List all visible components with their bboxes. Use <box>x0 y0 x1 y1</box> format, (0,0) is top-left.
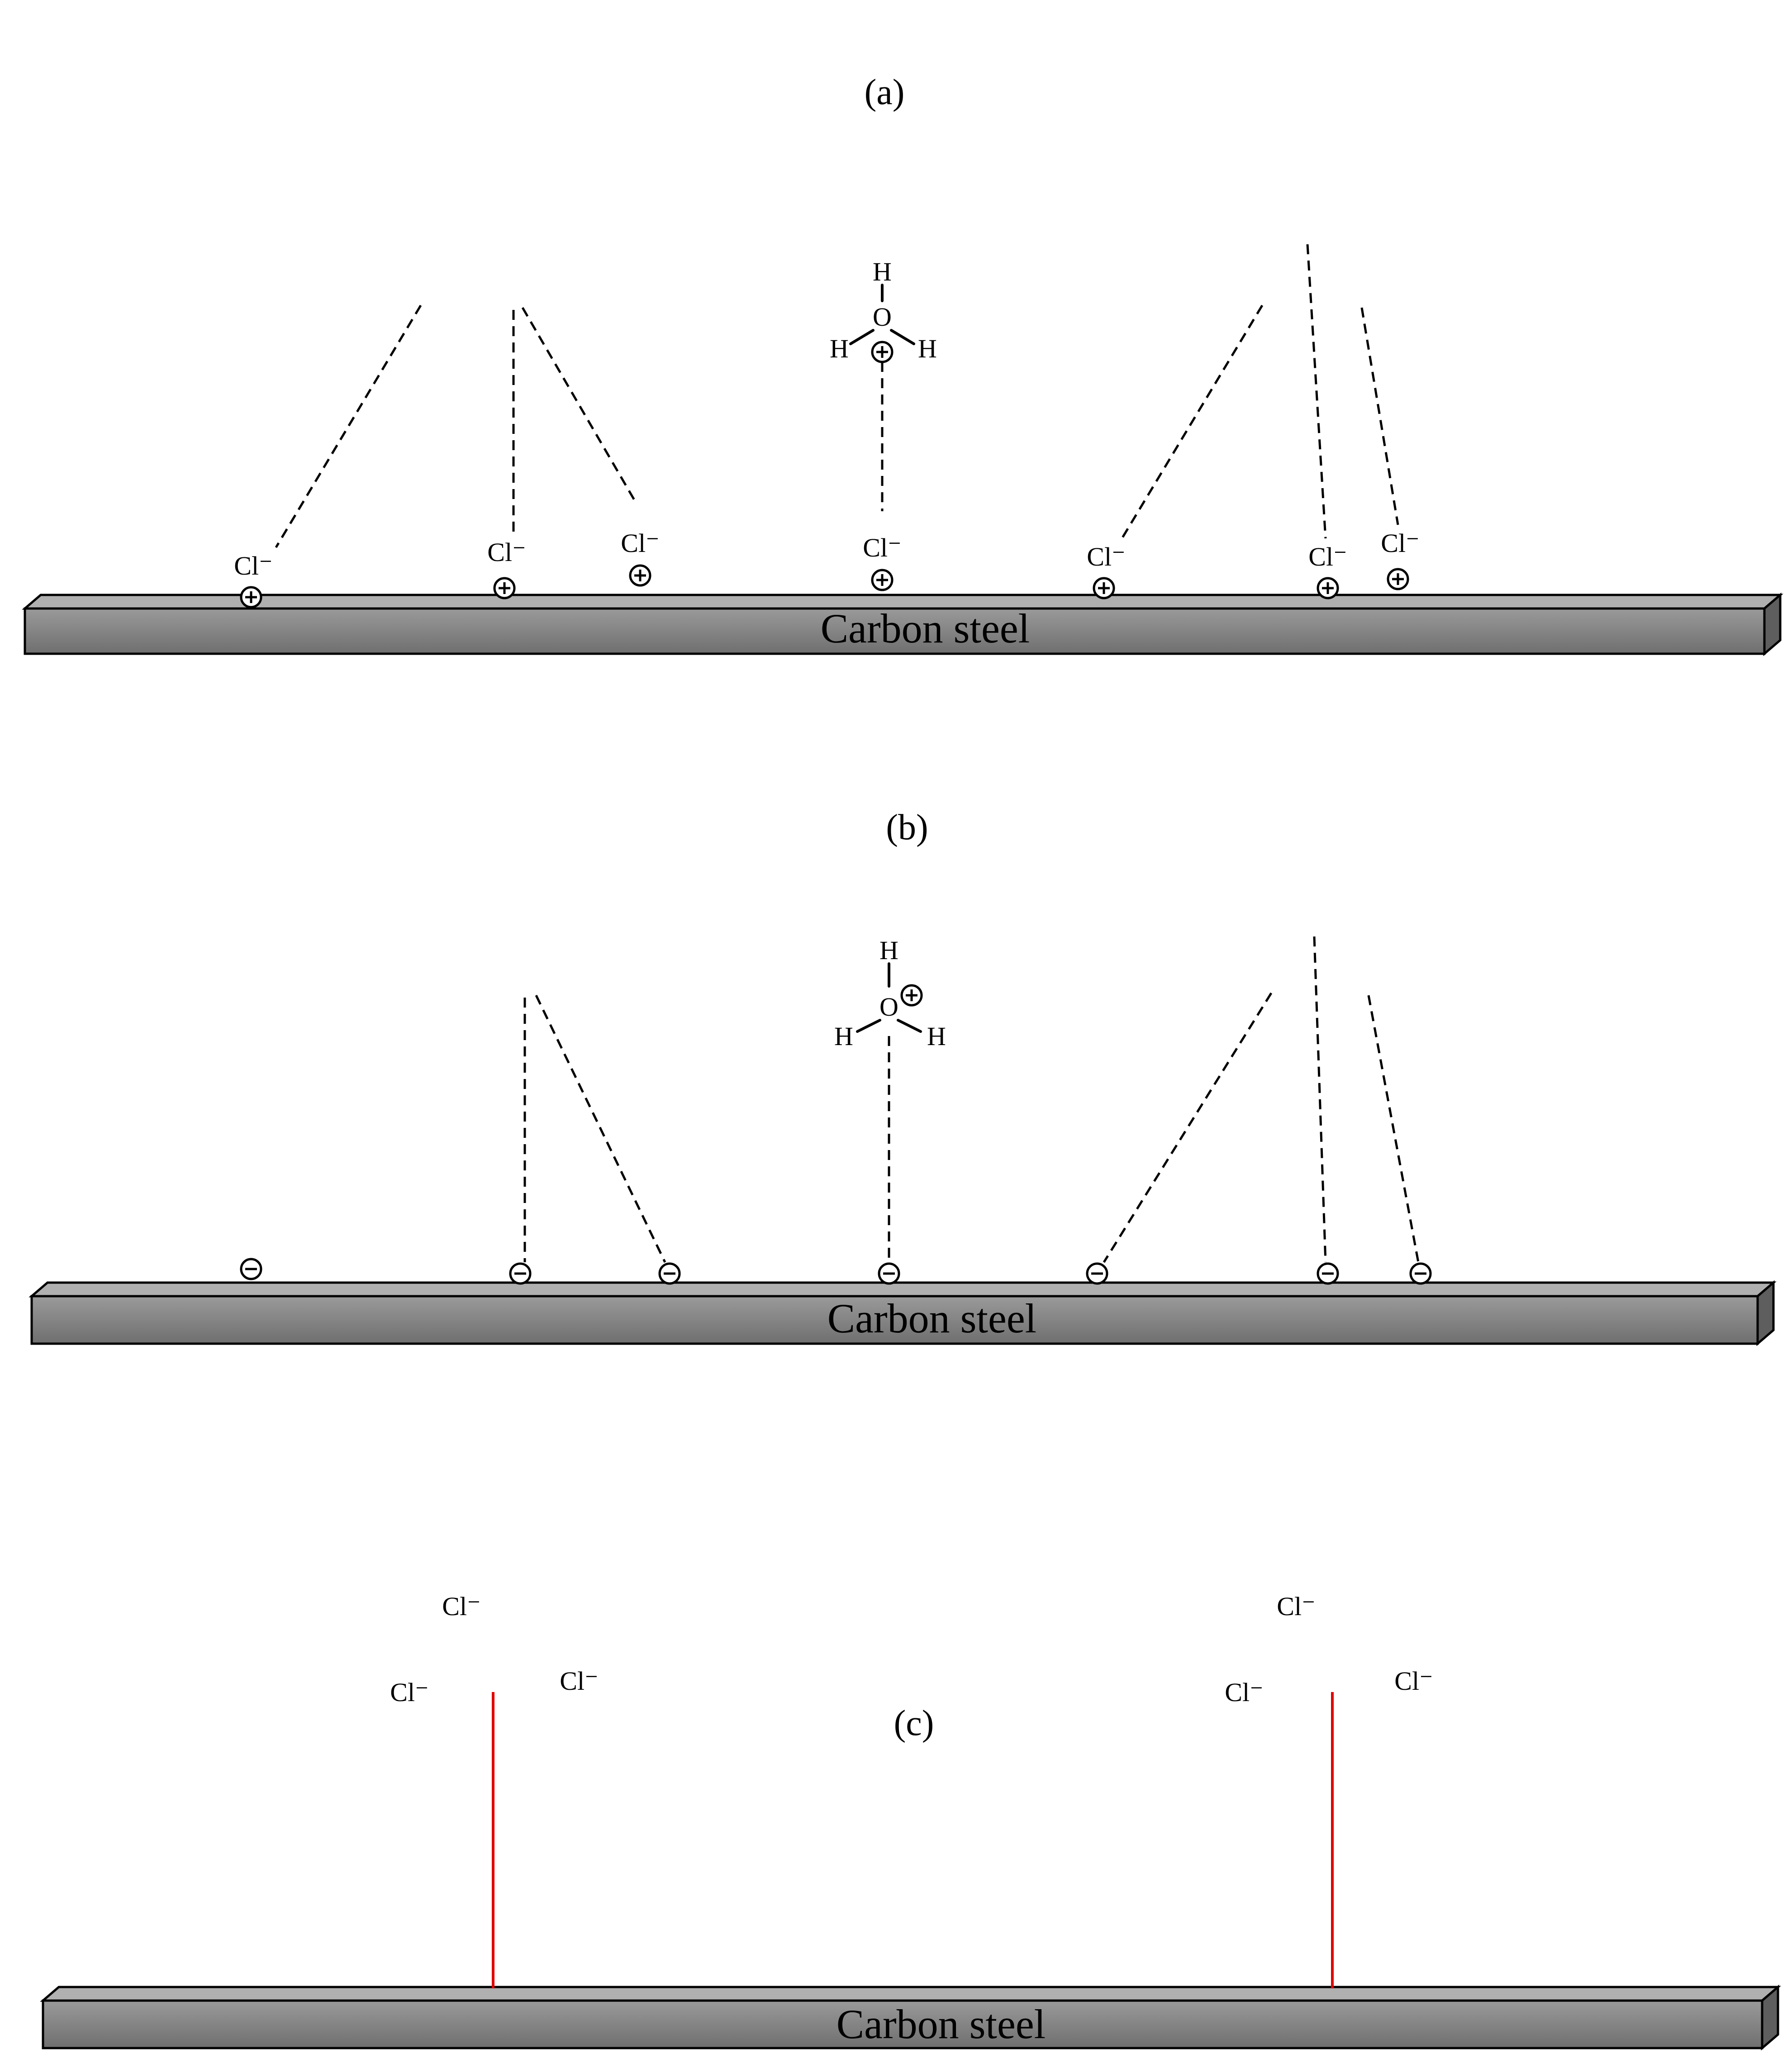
svg-text:Cl⁻: Cl⁻ <box>1225 1678 1263 1707</box>
panel-label-b: (b) <box>886 808 928 847</box>
surface-label-a: Carbon steel <box>821 605 1030 651</box>
svg-text:Cl⁻: Cl⁻ <box>560 1666 598 1696</box>
surface-label-b: Carbon steel <box>827 1295 1036 1341</box>
svg-text:H: H <box>927 1022 946 1051</box>
svg-text:Cl⁻: Cl⁻ <box>1381 528 1419 558</box>
steel-slab-b: Carbon steel <box>29 1280 1777 1346</box>
panel-label-c: (c) <box>894 1703 934 1743</box>
chloride-ions-a: Cl⁻ Cl⁻ Cl⁻ Cl⁻ Cl⁻ Cl⁻ Cl⁻ <box>234 528 1419 580</box>
surface-label-c: Carbon steel <box>837 2001 1046 2047</box>
svg-text:Cl⁻: Cl⁻ <box>621 528 659 558</box>
interaction-lines-a <box>275 244 1399 548</box>
surface-charges-b <box>240 1258 1432 1285</box>
svg-text:Cl⁻: Cl⁻ <box>390 1678 428 1707</box>
svg-text:O: O <box>879 992 898 1022</box>
contact-lines-c <box>492 1692 1334 1988</box>
svg-text:H: H <box>830 334 849 363</box>
panel-label-a: (a) <box>865 72 905 112</box>
steel-slab-c: Carbon steel <box>40 1984 1781 2051</box>
surface-charges-a <box>240 564 1409 609</box>
hydronium-a: H O H H <box>830 257 937 511</box>
steel-slab-a: Carbon steel <box>22 592 1783 656</box>
svg-text:Cl⁻: Cl⁻ <box>1308 542 1347 571</box>
interaction-lines-b <box>523 936 1420 1263</box>
svg-text:O: O <box>873 302 892 332</box>
chloride-ions-c: Cl⁻ Cl⁻ Cl⁻ Cl⁻ Cl⁻ Cl⁻ <box>390 1592 1433 1707</box>
svg-text:Cl⁻: Cl⁻ <box>487 537 526 567</box>
svg-text:H: H <box>834 1022 853 1051</box>
svg-text:Cl⁻: Cl⁻ <box>1277 1592 1315 1621</box>
svg-text:Cl⁻: Cl⁻ <box>442 1592 480 1621</box>
svg-text:Cl⁻: Cl⁻ <box>863 533 901 562</box>
svg-text:H: H <box>873 257 892 286</box>
svg-text:H: H <box>879 936 898 965</box>
svg-text:Cl⁻: Cl⁻ <box>234 551 272 580</box>
svg-text:Cl⁻: Cl⁻ <box>1394 1666 1433 1696</box>
hydronium-b: H O H H <box>834 936 946 1258</box>
svg-text:Cl⁻: Cl⁻ <box>1087 542 1125 571</box>
svg-text:H: H <box>918 334 937 363</box>
